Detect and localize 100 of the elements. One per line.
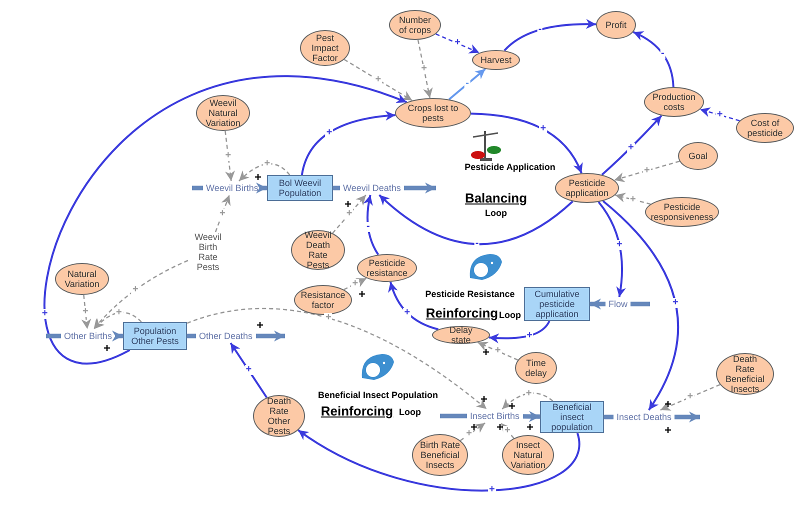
flow-label: Flow: [606, 297, 631, 311]
edge-label: +: [454, 38, 462, 48]
edge-label: -: [464, 79, 470, 90]
loop-type: Reinforcing: [426, 306, 498, 320]
polarity-sign: +: [104, 341, 110, 355]
arrow: [81, 294, 92, 330]
arrow: [700, 107, 740, 122]
edge-label: +: [672, 298, 680, 308]
loop-label: Loop: [399, 407, 421, 417]
loop-type: Reinforcing: [320, 404, 394, 418]
arrow: [300, 111, 396, 176]
variable-ellipse: Pest Impact Factor: [300, 30, 350, 66]
flow-pipe: [192, 186, 203, 190]
arrow: [477, 342, 518, 361]
edge-label: +: [244, 365, 253, 376]
flow-pipe: [590, 298, 606, 310]
arrow: [186, 308, 488, 410]
variable-ellipse: Cost of pesticide: [736, 113, 794, 143]
arrow: [500, 422, 514, 439]
arrow: [660, 384, 720, 411]
arrow: [94, 312, 142, 330]
edge-label: +: [224, 150, 232, 161]
edge-label: +: [503, 426, 512, 436]
arrow: [388, 282, 439, 330]
variable-ellipse: Production costs: [644, 87, 704, 117]
flow-label: Weevil Births: [203, 181, 262, 195]
flow-pipe: [404, 182, 436, 194]
flow-pipe: [187, 334, 196, 338]
arrow: [363, 194, 380, 256]
arrow: [470, 112, 582, 174]
variable-ellipse: Resistance factor: [294, 285, 352, 315]
arrow: [224, 130, 235, 182]
arrow: [460, 422, 486, 442]
edge-label: +: [40, 308, 49, 319]
arrow: [417, 40, 433, 98]
flow-pipe: [522, 410, 540, 422]
stock-box: Beneficial insect population: [540, 401, 604, 433]
arrow: [602, 200, 679, 411]
arrow: [378, 194, 574, 246]
loop-name: Pesticide Application: [464, 162, 556, 172]
arrow: [598, 201, 626, 298]
flow-label: Weevil Deaths: [340, 181, 404, 195]
variable-ellipse: Death Rate Beneficial Insects: [716, 353, 774, 395]
arrow: [93, 260, 188, 330]
edge-label: +: [132, 284, 140, 295]
arrow: [332, 194, 366, 234]
variable-label: Weevil Birth Rate Pests: [188, 232, 228, 272]
arrow: [436, 33, 480, 54]
arrow: [488, 320, 550, 344]
variable-ellipse: Profit: [596, 11, 636, 39]
loop-label: Loop: [499, 310, 521, 320]
arrow: [504, 19, 596, 52]
variable-ellipse: Insect Natural Variation: [502, 435, 554, 475]
arrow: [632, 31, 674, 88]
polarity-sign: +: [480, 392, 488, 406]
variable-ellipse: Goal: [678, 142, 718, 170]
stock-box: Population Other Pests: [123, 322, 187, 350]
flow-pipe: [604, 414, 614, 420]
flow-pipe: [440, 414, 467, 418]
variable-ellipse: Natural Variation: [55, 263, 109, 295]
polarity-sign: +: [256, 318, 264, 332]
flow-label: Other Births: [61, 329, 116, 343]
arrow: [601, 114, 662, 176]
edge-label: +: [218, 208, 226, 218]
edge-label: +: [686, 392, 694, 402]
variable-ellipse: Crops lost to pests: [395, 98, 471, 128]
edge-label: +: [465, 429, 473, 440]
edge-label: +: [403, 308, 412, 318]
flow-label: Other Deaths: [196, 329, 256, 343]
polarity-sign: +: [254, 170, 262, 184]
polarity-sign: +: [470, 420, 478, 434]
edge-label: +: [351, 278, 360, 289]
arrow: [344, 58, 413, 102]
polarity-sign: +: [344, 197, 352, 211]
edge-label: +: [325, 128, 334, 138]
variable-ellipse: Time delay: [515, 352, 557, 384]
variable-ellipse: Delay state: [432, 326, 490, 344]
flow-pipe: [674, 412, 700, 422]
stock-box: Bol Weevil Population: [267, 175, 333, 201]
polarity-sign: +: [358, 287, 366, 301]
edge-label: +: [494, 346, 502, 356]
edge-label: +: [616, 240, 624, 250]
arrow: [230, 342, 268, 398]
edge-label: +: [626, 142, 635, 153]
variable-ellipse: Pesticide application: [555, 173, 619, 203]
polarity-sign: +: [482, 345, 490, 359]
edge-label: +: [374, 75, 382, 85]
flow-pipe: [112, 330, 123, 342]
edge-label: +: [345, 209, 354, 220]
polarity-sign: +: [526, 420, 534, 434]
variable-ellipse: Pesticide responsiveness: [645, 197, 719, 227]
arrow: [344, 278, 367, 290]
arrow: [214, 194, 231, 232]
stock-box: Cumulative pesticide application: [524, 287, 590, 321]
variable-ellipse: Number of crops: [389, 10, 441, 40]
flow-pipe: [256, 330, 285, 342]
variable-ellipse: Birth Rate Beneficial Insects: [412, 434, 468, 476]
variable-ellipse: Weevil Death Rate Pests: [291, 230, 345, 270]
loop-name: Beneficial Insect Population: [318, 390, 438, 400]
flow-label: Insect Deaths: [614, 410, 675, 424]
